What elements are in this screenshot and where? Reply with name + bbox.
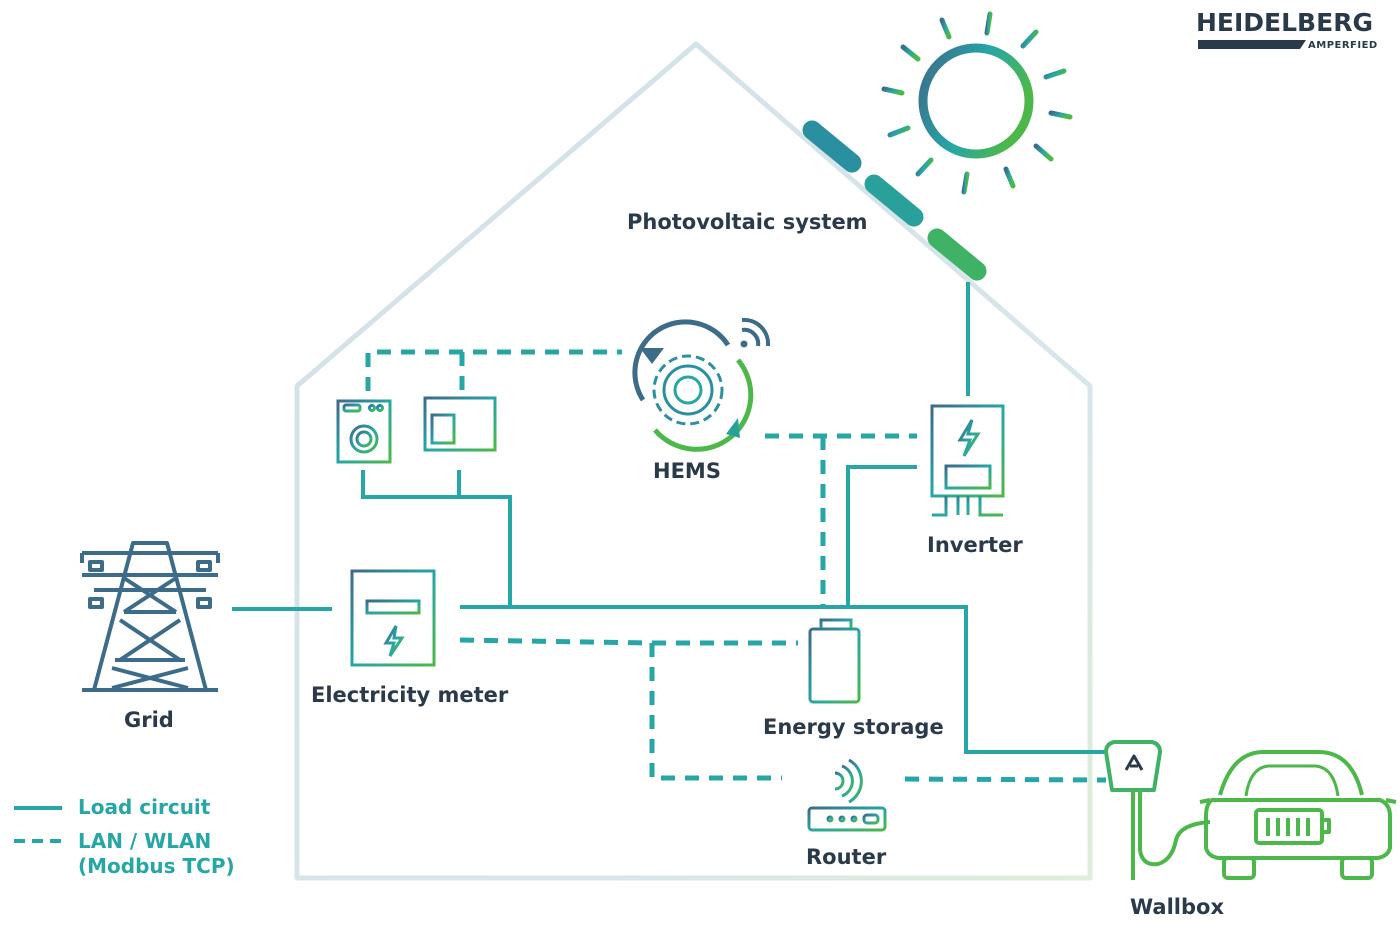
washing-machine-icon <box>336 399 392 464</box>
label-electricity-meter: Electricity meter <box>311 683 509 707</box>
label-grid: Grid <box>124 708 174 732</box>
logo-bar <box>1198 40 1306 49</box>
brand-logo-sub: AMPERFIED <box>1308 40 1378 51</box>
legend-lines <box>14 806 62 843</box>
power-pylon-icon <box>80 541 220 692</box>
house-outline <box>294 41 1093 881</box>
brand-logo: HEIDELBERG <box>1196 8 1373 37</box>
electricity-meter-icon <box>350 569 436 667</box>
label-inverter: Inverter <box>927 533 1023 557</box>
label-router: Router <box>806 845 887 869</box>
wallbox-icon <box>1104 740 1211 880</box>
router-icon <box>807 758 887 832</box>
legend-load-circuit: Load circuit <box>78 795 211 819</box>
label-energy-storage: Energy storage <box>763 715 944 739</box>
electric-car-icon <box>1199 750 1397 880</box>
legend-modbus: (Modbus TCP) <box>78 854 235 878</box>
legend-lan: LAN / WLAN <box>78 829 212 853</box>
monitor-icon <box>423 396 497 464</box>
sun-icon <box>881 11 1073 195</box>
label-wallbox: Wallbox <box>1130 895 1224 919</box>
lan-lines <box>365 349 1107 783</box>
solar-panels-icon <box>802 120 987 281</box>
battery-storage-icon <box>808 618 861 704</box>
label-photovoltaic: Photovoltaic system <box>627 210 868 234</box>
label-hems: HEMS <box>653 459 721 483</box>
load-circuit-lines <box>232 282 1106 754</box>
hems-icon <box>632 317 771 452</box>
inverter-icon <box>930 404 1005 517</box>
